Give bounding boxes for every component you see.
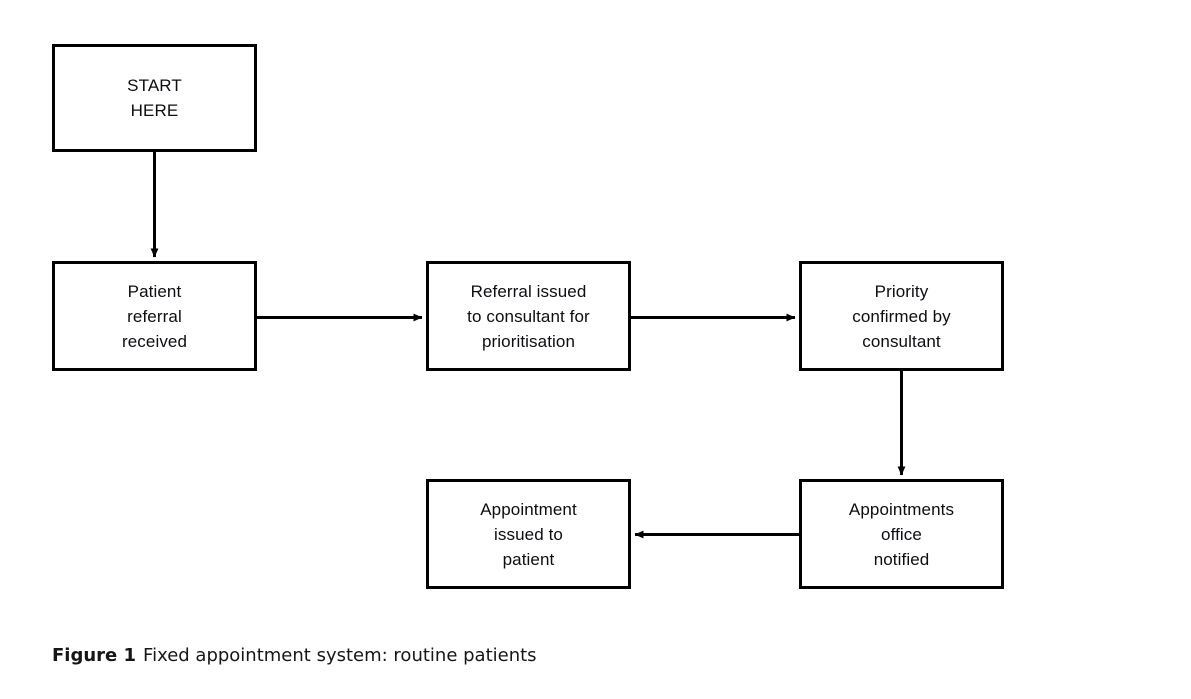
figure-caption-title: Fixed appointment system: routine patien… [143,645,537,666]
figure-caption-number: Figure 1 [52,645,137,666]
flowchart-node-start: START HERE [52,44,257,152]
flowchart-node-referral-received-label: Patient referral received [121,281,188,351]
flowchart-node-referral-issued-label: Referral issued to consultant for priori… [467,281,590,351]
flowchart-node-office-notified-label: Appointments office notified [848,499,955,569]
flowchart-node-appointment-issued: Appointment issued to patient [426,479,631,589]
flowchart-node-referral-received: Patient referral received [52,261,257,371]
flowchart-node-office-notified: Appointments office notified [799,479,1004,589]
flowchart-node-referral-issued: Referral issued to consultant for priori… [426,261,631,371]
figure-caption: Figure 1 Fixed appointment system: routin… [52,645,537,666]
flowchart-node-priority-confirmed-label: Priority confirmed by consultant [852,281,951,351]
flowchart-node-start-label: START HERE [127,76,182,120]
flowchart-node-appointment-issued-label: Appointment issued to patient [480,499,577,569]
flowchart-node-priority-confirmed: Priority confirmed by consultant [799,261,1004,371]
